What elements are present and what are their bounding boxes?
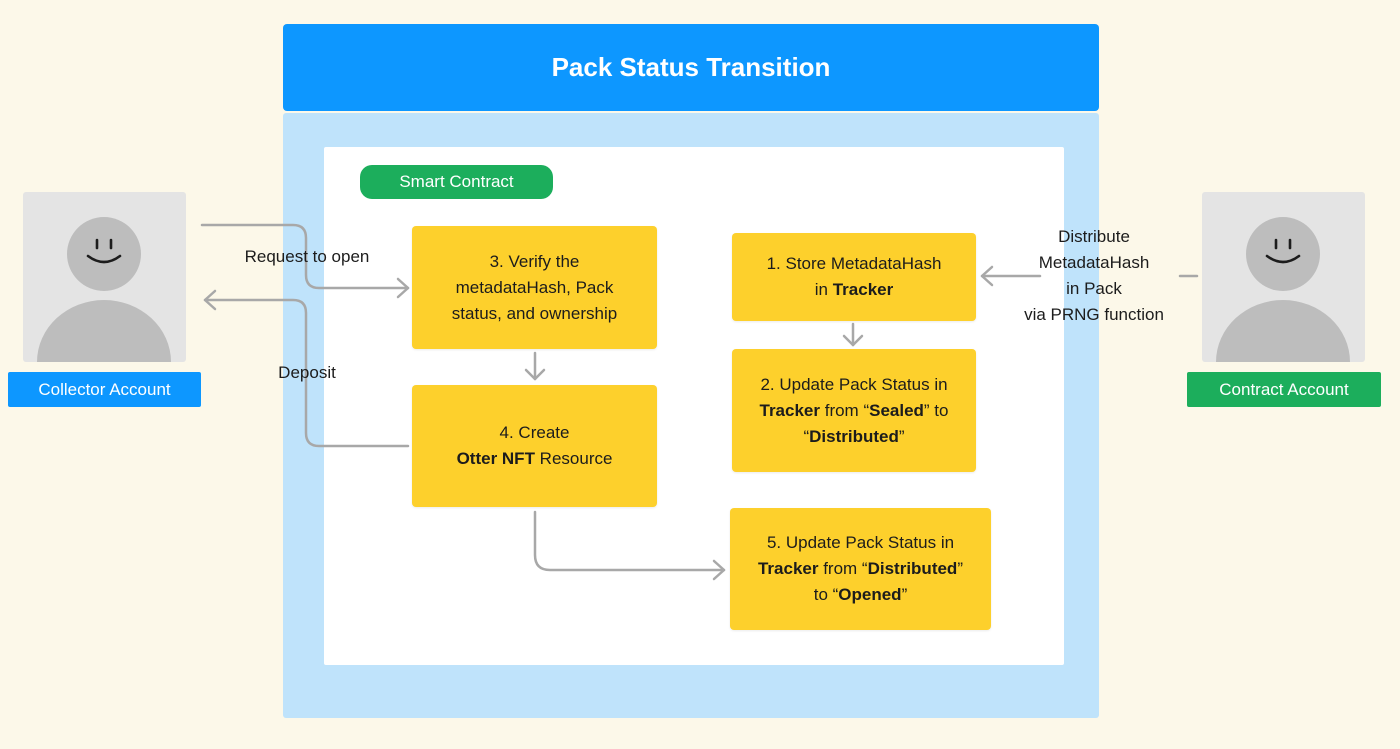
deposit-arrowhead (203, 289, 217, 311)
request-to-open-arrow (200, 223, 410, 290)
step-3-verify-box: 3. Verify the metadataHash, Pack status,… (412, 226, 657, 349)
request-to-open-arrowhead (396, 277, 410, 299)
step-5-update-box: 5. Update Pack Status in Tracker from “D… (730, 508, 991, 630)
distribute-label: Distribute MetadataHash in Pack via PRNG… (1024, 227, 1164, 324)
step-2-update-box: 2. Update Pack Status in Tracker from “S… (732, 349, 976, 472)
request-to-open-label: Request to open (244, 247, 370, 266)
deposit-arrow (203, 298, 410, 448)
collector-avatar (23, 192, 186, 362)
deposit-label: Deposit (278, 363, 336, 382)
diagram-title: Pack Status Transition (283, 24, 1099, 111)
contract-account-label: Contract Account (1187, 372, 1381, 407)
smiley-face-icon (1216, 217, 1350, 362)
collector-account-label: Collector Account (8, 372, 201, 407)
step4-to-step5-arrow (533, 510, 726, 572)
smiley-face-icon (37, 217, 171, 362)
contract-avatar (1202, 192, 1365, 362)
smart-contract-badge: Smart Contract (360, 165, 553, 199)
step-4-create-box: 4. Create Otter NFT Resource (412, 385, 657, 507)
step-1-store-box: 1. Store MetadataHash in Tracker (732, 233, 976, 321)
